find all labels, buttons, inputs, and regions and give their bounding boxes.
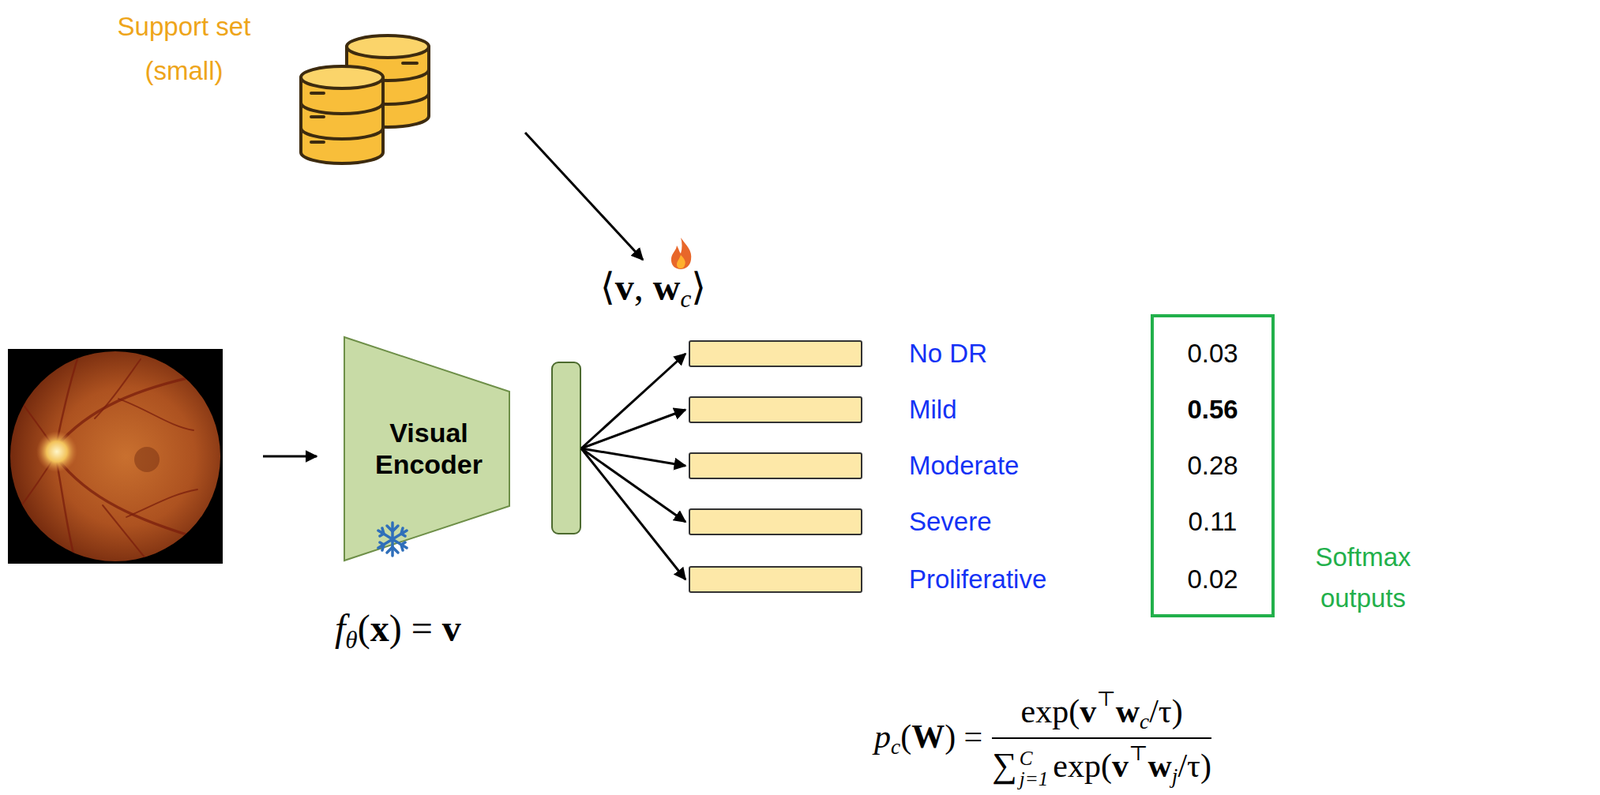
math-symbol: v bbox=[1079, 693, 1097, 730]
numerator: exp(v⊤wc/τ) bbox=[1021, 687, 1184, 736]
math-symbol: ⟨ bbox=[600, 266, 616, 308]
math-symbol: ⊤ bbox=[1128, 742, 1148, 766]
encoder-shape bbox=[344, 337, 510, 561]
input-arrow bbox=[262, 455, 317, 459]
math-symbol: ∑ bbox=[991, 746, 1017, 785]
math-symbol: p bbox=[874, 718, 891, 755]
class-bar: Severe bbox=[688, 508, 863, 536]
database-icon bbox=[300, 77, 384, 164]
support-arrow bbox=[525, 132, 643, 260]
fan-arrows bbox=[581, 448, 686, 523]
class-name: Moderate bbox=[908, 450, 1019, 482]
class-name: No DR bbox=[908, 338, 988, 370]
fraction-bar bbox=[991, 737, 1212, 740]
probability-value: 0.28 bbox=[1153, 450, 1272, 482]
trainable-flame bbox=[671, 237, 692, 270]
formula-similarity: ⟨v, wc⟩ bbox=[600, 264, 707, 315]
database-icon bbox=[311, 93, 324, 143]
feature-vector bbox=[552, 362, 581, 534]
trainable-flame bbox=[671, 237, 692, 270]
math-symbol: ) = bbox=[389, 607, 443, 650]
math-symbol: x bbox=[370, 607, 390, 650]
class-name: Severe bbox=[908, 506, 992, 538]
database-icon bbox=[300, 66, 384, 89]
fovea bbox=[134, 446, 160, 473]
fan-arrows bbox=[581, 448, 686, 580]
encoder-name: Visual Encoder bbox=[365, 416, 493, 481]
probability-value: 0.11 bbox=[1153, 506, 1272, 538]
math-symbol: c bbox=[679, 285, 692, 313]
math-symbol: ( bbox=[900, 718, 912, 755]
softmax-caption: Softmax outputs bbox=[1284, 537, 1443, 620]
visual-encoder: Visual Encoder bbox=[343, 336, 511, 562]
math-symbol: /τ) bbox=[1149, 693, 1184, 730]
database-icon bbox=[300, 35, 429, 164]
class-bar: Mild bbox=[688, 396, 863, 424]
blood-vessels bbox=[102, 505, 149, 563]
fan-arrows bbox=[581, 353, 686, 449]
class-bar: Proliferative bbox=[688, 566, 863, 594]
formula-encoder: fθ(x) = v bbox=[334, 605, 462, 656]
blood-vessels bbox=[94, 359, 141, 419]
fan-arrows bbox=[581, 353, 686, 580]
database-icon bbox=[346, 35, 429, 58]
math-symbol: v bbox=[615, 266, 635, 308]
math-symbol: w bbox=[653, 266, 681, 308]
database-icon bbox=[300, 127, 384, 139]
optic-disc bbox=[36, 431, 78, 473]
support-set-heading: Support set (small) bbox=[105, 4, 263, 94]
math-symbol: w bbox=[1147, 747, 1172, 785]
math-symbol: j=1 bbox=[1019, 769, 1049, 790]
class-bar: No DR bbox=[688, 340, 863, 368]
fan-arrows bbox=[581, 409, 686, 449]
math-symbol: W bbox=[911, 718, 945, 755]
class-name: Mild bbox=[908, 394, 958, 426]
math-symbol: c bbox=[1139, 709, 1150, 734]
database-icon bbox=[300, 102, 384, 114]
retina bbox=[10, 351, 221, 562]
math-symbol: ) = bbox=[944, 718, 983, 755]
math-symbol: v bbox=[1111, 747, 1129, 785]
blood-vessels bbox=[126, 489, 198, 518]
blood-vessels bbox=[56, 458, 222, 545]
class-bar: Moderate bbox=[688, 452, 863, 480]
math-symbol: exp( bbox=[1021, 693, 1081, 730]
math-symbol: v bbox=[442, 607, 462, 650]
softmax-lhs: pc(W) = bbox=[874, 717, 983, 761]
math-symbol: /τ) bbox=[1177, 747, 1212, 785]
math-symbol: j bbox=[1171, 764, 1179, 789]
math-symbol: exp( bbox=[1052, 747, 1112, 785]
blood-vessels bbox=[56, 371, 222, 447]
probability-value: 0.56 bbox=[1153, 394, 1272, 426]
blood-vessels bbox=[56, 353, 79, 443]
fraction: exp(v⊤wc/τ)∑Cj=1exp(v⊤wj/τ) bbox=[991, 687, 1212, 790]
math-symbol: c bbox=[890, 735, 901, 759]
math-symbol: θ bbox=[345, 626, 357, 654]
math-symbol: ⊤ bbox=[1096, 687, 1116, 711]
math-symbol: ⟩ bbox=[691, 266, 707, 308]
math-symbol: f bbox=[334, 607, 346, 650]
fundus-image bbox=[7, 349, 223, 564]
sum-limits: Cj=1 bbox=[1019, 748, 1049, 791]
math-symbol: C bbox=[1019, 748, 1033, 770]
fundus-background bbox=[7, 349, 223, 564]
math-symbol: w bbox=[1115, 693, 1140, 730]
blood-vessels bbox=[118, 398, 194, 431]
fan-arrows bbox=[581, 448, 686, 466]
formula-softmax: pc(W) =exp(v⊤wc/τ)∑Cj=1exp(v⊤wj/τ) bbox=[874, 687, 1212, 790]
class-name: Proliferative bbox=[908, 563, 1047, 596]
softmax-box: 0.030.560.280.110.02Softmax outputs bbox=[1150, 314, 1275, 618]
support-set: Support set (small) bbox=[105, 4, 429, 167]
probability-value: 0.02 bbox=[1153, 563, 1272, 596]
encoder-shape bbox=[343, 336, 511, 562]
probability-value: 0.03 bbox=[1153, 338, 1272, 370]
math-symbol: , bbox=[634, 266, 654, 308]
blood-vessels bbox=[56, 462, 76, 561]
denominator: ∑Cj=1exp(v⊤wj/τ) bbox=[991, 741, 1212, 791]
math-symbol: ( bbox=[357, 607, 371, 650]
blood-vessels bbox=[15, 353, 222, 563]
